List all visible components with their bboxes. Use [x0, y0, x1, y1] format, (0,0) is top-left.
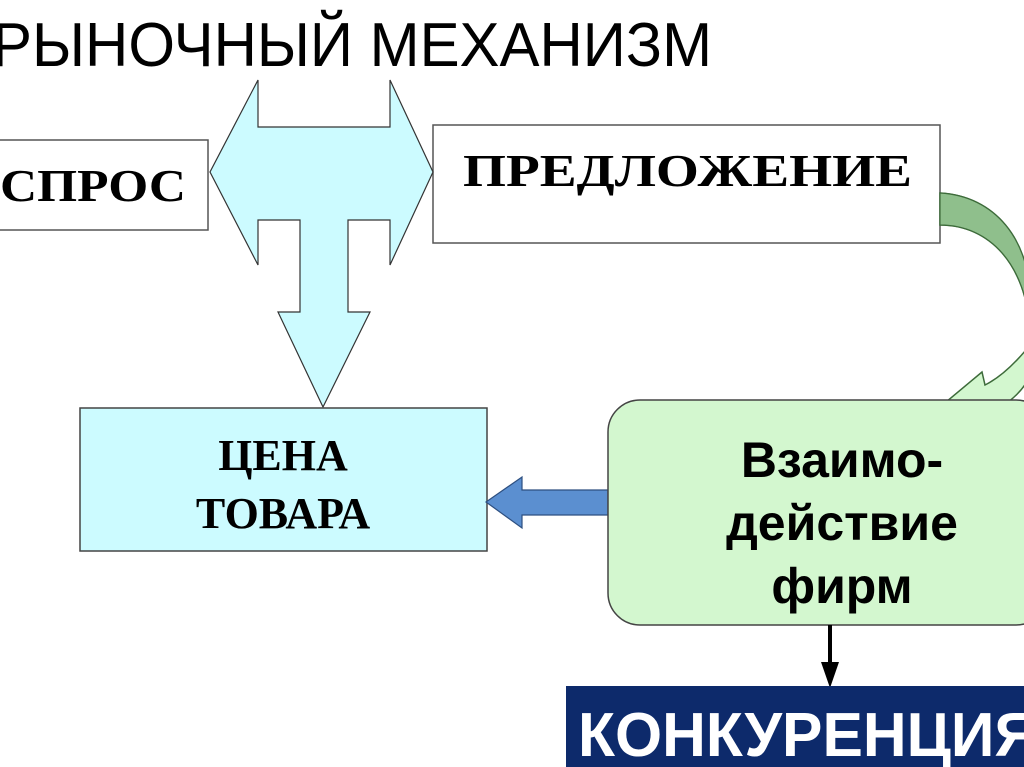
curved-green-arrow-shade — [939, 192, 1024, 298]
double-arrow-to-price — [209, 79, 434, 409]
firms-label-line1: Взаимо- — [741, 432, 943, 488]
firms-label-line2: действие — [726, 495, 958, 551]
supply-box: ПРЕДЛОЖЕНИЕ — [432, 124, 941, 244]
competition-box: КОНКУРЕНЦИЯ — [566, 686, 1024, 767]
price-box: ЦЕНА ТОВАРА — [79, 407, 488, 552]
firms-interaction-box: Взаимо- действие фирм — [607, 399, 1024, 626]
black-arrow-to-competition — [821, 625, 839, 688]
price-label-line1: ЦЕНА — [218, 431, 348, 480]
demand-box: СПРОС — [0, 139, 209, 231]
demand-label: СПРОС — [0, 160, 186, 211]
firms-label-line3: фирм — [771, 558, 912, 614]
blue-arrow-to-price — [484, 475, 609, 530]
competition-label: КОНКУРЕНЦИЯ — [578, 701, 1024, 767]
diagram-title: РЫНОЧНЫЙ МЕХАНИЗМ — [0, 10, 712, 80]
price-label-line2: ТОВАРА — [196, 489, 371, 538]
supply-label: ПРЕДЛОЖЕНИЕ — [463, 145, 912, 196]
